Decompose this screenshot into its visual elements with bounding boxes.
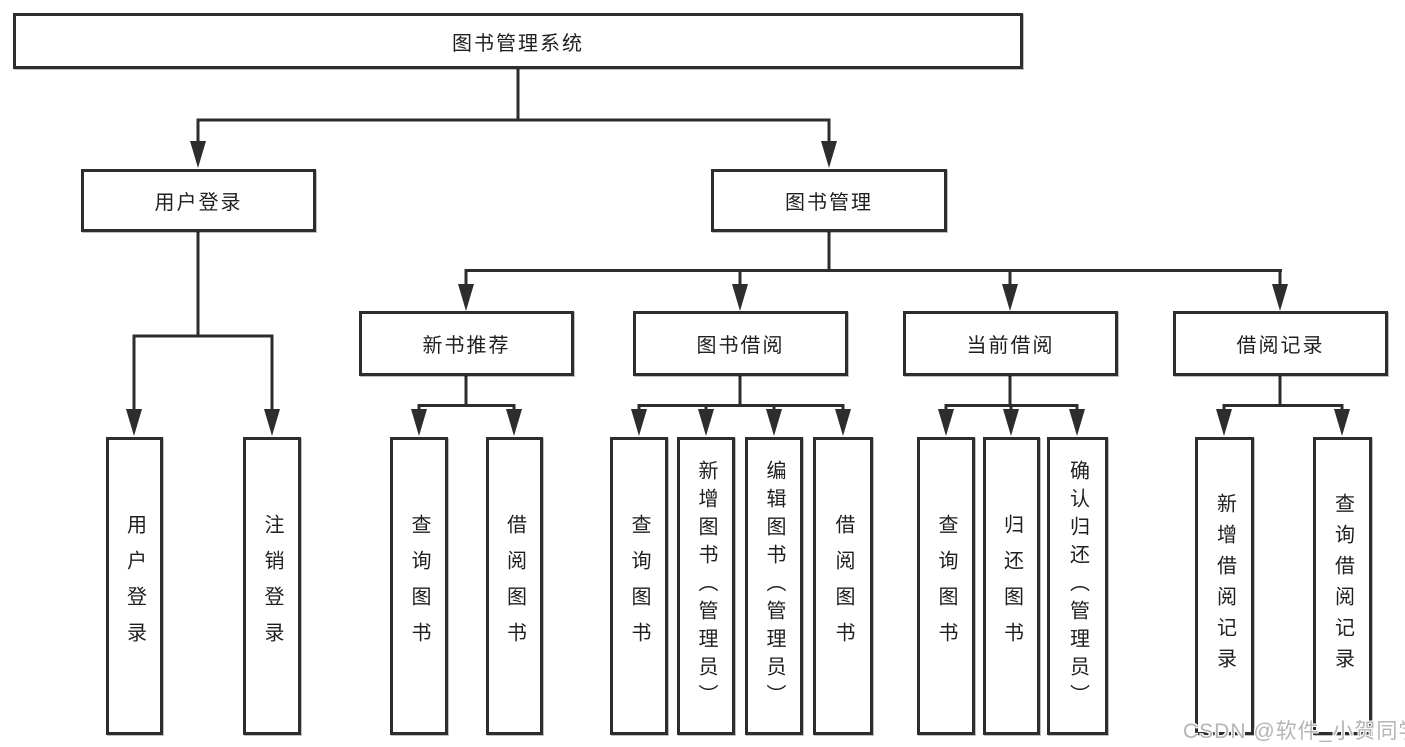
node-borrow-record-label: 借阅记录 (1236, 335, 1325, 357)
leaf-add-book-label: 新增图书（管理员） (695, 460, 717, 712)
node-root-label: 图书管理系统 (452, 32, 584, 55)
leaf-query-record: 查询借阅记录 (1313, 437, 1372, 735)
connector-borrow-record-to-leaves (1216, 376, 1350, 436)
node-current-borrow: 当前借阅 (903, 311, 1118, 376)
node-book-borrow-label: 图书借阅 (696, 335, 785, 357)
connector-book-borrow-to-leaves (631, 376, 851, 436)
leaf-borrow-book-2-label: 借阅图书 (832, 514, 854, 658)
node-book-mgmt-label: 图书管理 (785, 192, 873, 214)
leaf-logout-label: 注销登录 (261, 514, 283, 658)
node-user-login-label: 用户登录 (154, 192, 243, 214)
connector-book-mgmt-to-level3 (458, 231, 1288, 311)
leaf-confirm-return: 确认归还（管理员） (1047, 437, 1108, 735)
node-user-login: 用户登录 (81, 169, 316, 232)
node-current-borrow-label: 当前借阅 (966, 335, 1055, 357)
leaf-confirm-return-label: 确认归还（管理员） (1066, 460, 1089, 712)
leaf-query-record-label: 查询借阅记录 (1331, 493, 1354, 679)
leaf-borrow-book-1: 借阅图书 (486, 437, 543, 735)
node-new-book-rec-label: 新书推荐 (422, 335, 511, 357)
leaf-query-book-3: 查询图书 (917, 437, 975, 735)
node-book-mgmt: 图书管理 (711, 169, 947, 232)
connector-new-book-rec-to-leaves (411, 376, 522, 436)
node-borrow-record: 借阅记录 (1173, 311, 1388, 376)
leaf-user-login: 用户登录 (106, 437, 163, 735)
leaf-add-record-label: 新增借阅记录 (1213, 493, 1236, 679)
leaf-logout: 注销登录 (243, 437, 301, 735)
node-root: 图书管理系统 (13, 13, 1023, 69)
leaf-borrow-book-1-label: 借阅图书 (503, 514, 526, 658)
leaf-user-login-label: 用户登录 (123, 514, 146, 658)
leaf-query-book-1: 查询图书 (390, 437, 448, 735)
leaf-return-book-label: 归还图书 (1000, 514, 1023, 658)
connector-user-login-to-leaves (126, 231, 280, 436)
node-book-borrow: 图书借阅 (633, 311, 848, 376)
watermark: CSDN @软件_小贺同学 (1183, 720, 1405, 743)
leaf-query-book-3-label: 查询图书 (935, 514, 957, 658)
leaf-edit-book: 编辑图书（管理员） (745, 437, 803, 735)
connector-root-to-level2 (190, 67, 837, 168)
leaf-borrow-book-2: 借阅图书 (813, 437, 873, 735)
leaf-add-record: 新增借阅记录 (1195, 437, 1254, 735)
connector-current-borrow-to-leaves (938, 376, 1085, 436)
leaf-add-book: 新增图书（管理员） (677, 437, 735, 735)
node-new-book-rec: 新书推荐 (359, 311, 574, 376)
leaf-return-book: 归还图书 (983, 437, 1040, 735)
leaf-query-book-2-label: 查询图书 (628, 514, 650, 658)
leaf-query-book-1-label: 查询图书 (408, 514, 430, 658)
leaf-query-book-2: 查询图书 (610, 437, 668, 735)
leaf-edit-book-label: 编辑图书（管理员） (763, 460, 785, 712)
